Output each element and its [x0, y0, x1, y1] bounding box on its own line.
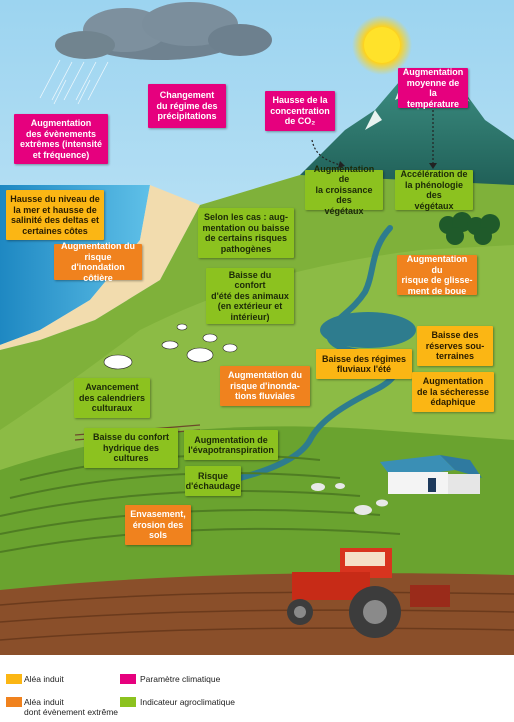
legend-swatch-induced	[6, 674, 22, 684]
label-scalding: Risque d'échaudage	[185, 466, 241, 496]
legend-swatch-agroclimatic	[120, 697, 136, 707]
label-plant-growth: Augmentation de la croissance des végéta…	[305, 164, 383, 216]
label-pathogens: Selon les cas : aug- mentation ou baisse…	[198, 208, 294, 258]
sun-icon	[352, 15, 412, 75]
farm-house	[380, 455, 482, 494]
cows-icon	[103, 323, 238, 370]
legend-label-induced-extreme: Aléa induit dont évènement extrême	[24, 697, 119, 717]
label-coastal-flood: Augmentation du risque d'inondation côti…	[54, 241, 142, 283]
legend: Aléa induit Aléa induit dont évènement e…	[0, 655, 514, 722]
label-silting: Envasement, érosion des sols	[125, 505, 191, 545]
label-groundwater: Baisse des réserves sou- terraines	[417, 326, 493, 366]
label-crop-calendar: Avancement des calendriers culturaux	[74, 378, 150, 418]
label-river-flood: Augmentation du risque d'inonda- tions f…	[220, 366, 310, 406]
legend-swatch-climatic	[120, 674, 136, 684]
label-river-regime: Baisse des régimes fluviaux l'été	[316, 349, 412, 379]
cloud-icon	[55, 2, 272, 60]
legend-label-climatic: Paramètre climatique	[140, 674, 221, 684]
label-precip-regime: Changement du régime des précipitations	[148, 84, 226, 128]
label-phenology: Accélération de la phénologie des végéta…	[395, 169, 473, 211]
sheep-icon	[311, 483, 388, 515]
arrows-dotted	[311, 110, 434, 166]
vineyard-rows	[0, 454, 401, 553]
tractor-icon	[287, 548, 450, 638]
label-soil-drought: Augmentation de la sécheresse édaphique	[412, 372, 494, 412]
label-sea-level: Hausse du niveau de la mer et hausse de …	[6, 190, 104, 240]
legend-swatch-induced-extreme	[6, 697, 22, 707]
legend-label-agroclimatic: Indicateur agroclimatique	[140, 697, 235, 707]
label-temperature: Augmentation moyenne de la température	[398, 67, 468, 109]
label-evapotranspiration: Augmentation de l'évapotranspiration	[184, 430, 278, 460]
beach	[0, 185, 200, 350]
label-extreme-events: Augmentation des évènements extrêmes (in…	[14, 114, 108, 164]
label-mudslide: Augmentation du risque de glisse- ment d…	[397, 254, 477, 296]
label-co2: Hausse de la concentration de CO₂	[265, 91, 335, 131]
legend-label-induced: Aléa induit	[24, 674, 64, 684]
label-water-comfort: Baisse du confort hydrique des cultures	[84, 428, 178, 468]
rain-icon	[39, 59, 109, 105]
lake	[320, 312, 416, 348]
label-animal-comfort: Baisse du confort d'été des animaux (en …	[206, 268, 294, 324]
forest-trees	[439, 212, 500, 245]
